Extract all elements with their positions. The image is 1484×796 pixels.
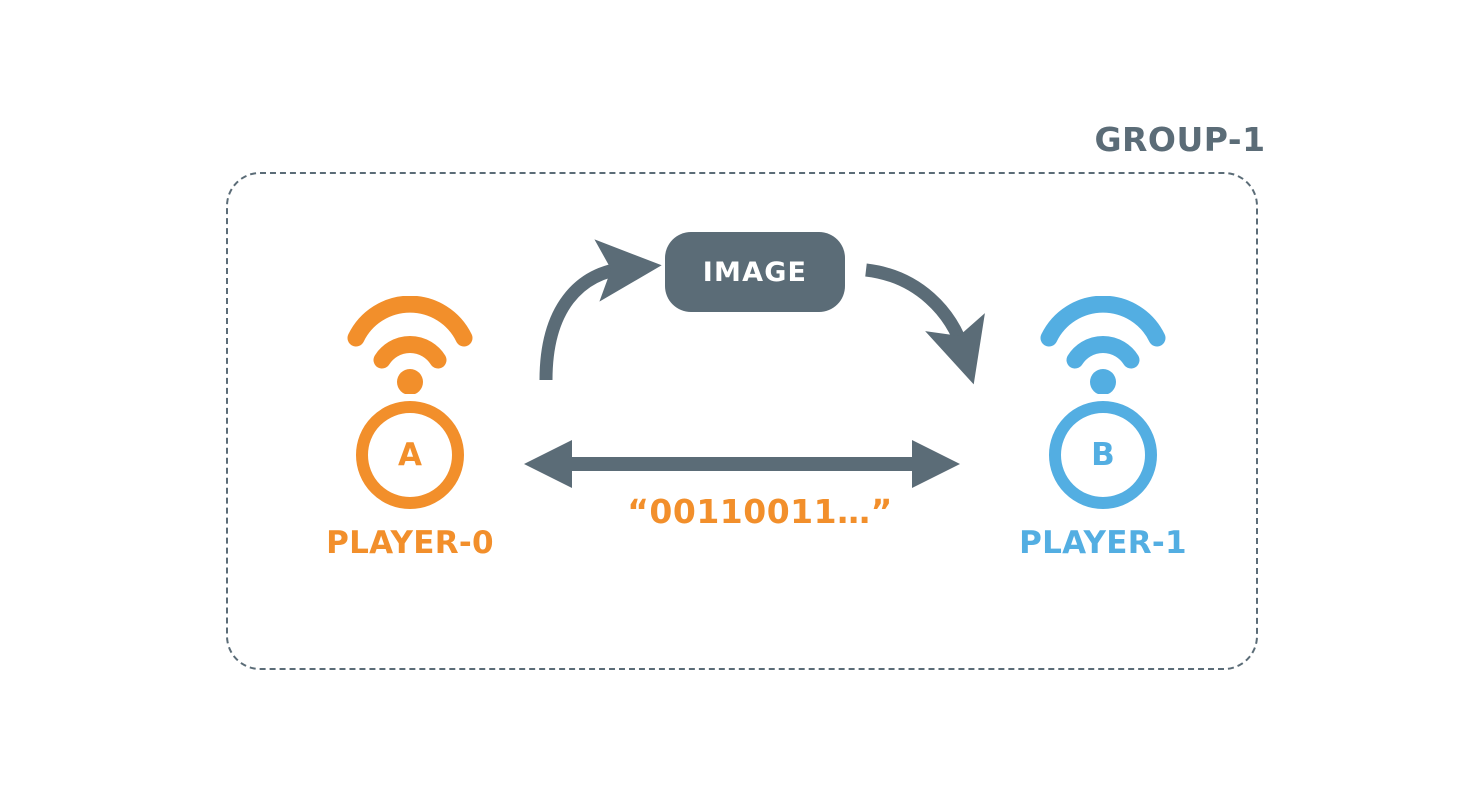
player-0-avatar: A <box>356 401 464 509</box>
image-node[interactable]: IMAGE <box>665 232 845 312</box>
wifi-icon <box>1040 296 1166 394</box>
image-node-label: IMAGE <box>702 256 808 288</box>
message-text: “00110011…” <box>627 492 893 531</box>
player-1-label: PLAYER-1 <box>1019 525 1187 561</box>
group-title: GROUP-1 <box>1094 120 1266 159</box>
wifi-icon <box>347 296 473 394</box>
player-0-label: PLAYER-0 <box>326 525 494 561</box>
player-0-letter: A <box>398 436 422 473</box>
player-1-node[interactable]: B PLAYER-1 <box>988 296 1218 561</box>
player-1-avatar: B <box>1049 401 1157 509</box>
player-0-node[interactable]: A PLAYER-0 <box>295 296 525 561</box>
group-container <box>226 172 1258 670</box>
player-1-letter: B <box>1091 436 1115 473</box>
